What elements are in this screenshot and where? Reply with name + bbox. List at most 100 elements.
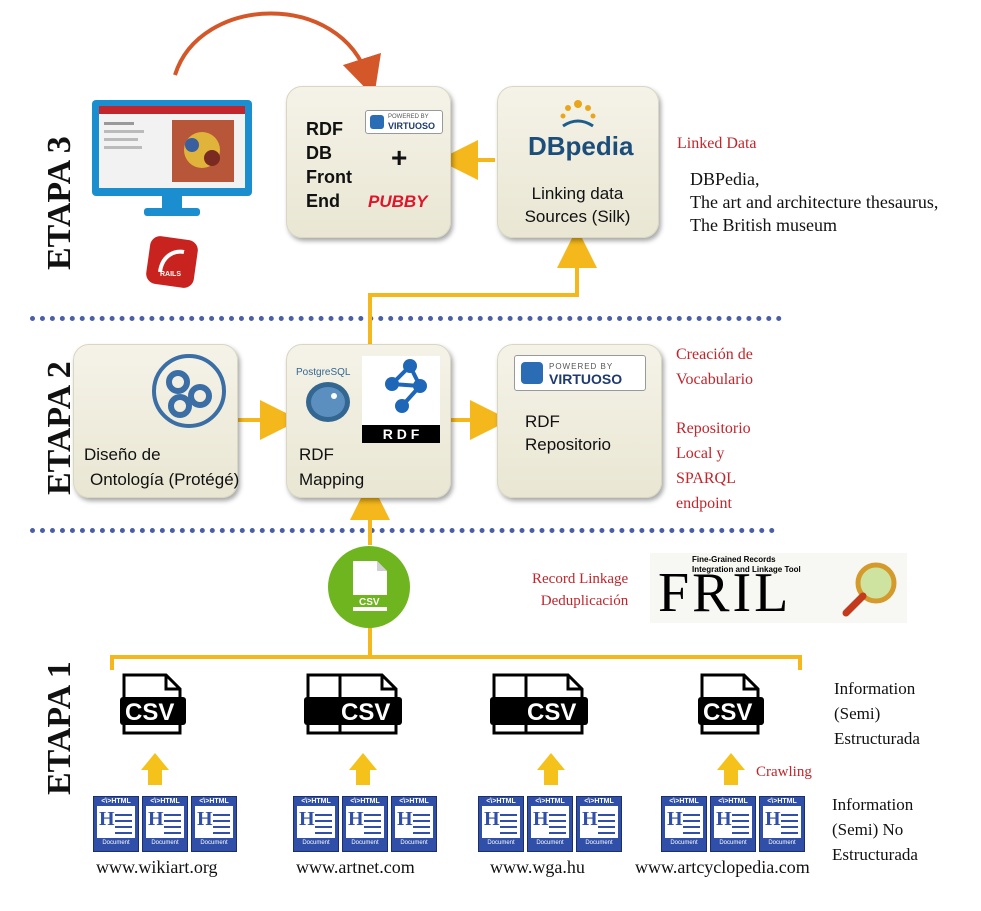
postgresql-label: PostgreSQL — [296, 367, 351, 378]
csv-file-label: CSV — [341, 699, 391, 726]
rdf-frontend-label: RDF DB Front End — [306, 119, 352, 211]
info-semi-estructurada: Information (Semi) Estructurada — [834, 679, 920, 748]
csv-file-icon-3: CSV — [522, 673, 590, 735]
html-document-icon: <\>HTML H Document — [710, 796, 756, 852]
merge-bracket — [110, 655, 802, 670]
html-document-icon: <\>HTML H Document — [293, 796, 339, 852]
pubby-label: PUBBY — [368, 192, 428, 211]
csv-merge-label: CSV — [359, 597, 380, 608]
linked-data-title: Linked Data — [677, 135, 757, 152]
html-doc-caption: Document — [102, 840, 130, 846]
html-doc-caption: Document — [487, 840, 515, 846]
html-doc-tag: <\>HTML — [669, 798, 699, 805]
html-doc-tag: <\>HTML — [199, 798, 229, 805]
html-doc-letter: H — [197, 808, 213, 830]
postgresql-logo-icon — [294, 368, 359, 430]
fril-logo: Fine-Grained Records Integration and Lin… — [650, 553, 907, 624]
virtuoso-logo-icon — [521, 362, 543, 384]
html-to-csv-arrows — [141, 753, 745, 785]
html-doc-caption: Document — [151, 840, 179, 846]
arrow-mapping-to-dbpedia — [368, 228, 597, 345]
csv-merge-icon: CSV — [327, 545, 411, 629]
html-doc-caption: Document — [351, 840, 379, 846]
csv-file-label: CSV — [125, 699, 175, 726]
html-doc-caption: Document — [719, 840, 747, 846]
html-document-icon: <\>HTML H Document — [576, 796, 622, 852]
virtuoso-badge-top: POWERED BY VIRTUOSO — [365, 110, 443, 134]
html-document-icon: <\>HTML H Document — [478, 796, 524, 852]
stage-separator-bottom — [30, 528, 775, 533]
html-doc-tag: <\>HTML — [150, 798, 180, 805]
html-document-icon: <\>HTML H Document — [391, 796, 437, 852]
html-doc-letter: H — [765, 808, 781, 830]
source-url-artcyclopedia[interactable]: www.artcyclopedia.com — [635, 857, 810, 877]
html-doc-caption: Document — [768, 840, 796, 846]
html-doc-caption: Document — [585, 840, 613, 846]
html-doc-caption: Document — [200, 840, 228, 846]
html-document-icon: <\>HTML H Document — [93, 796, 139, 852]
html-doc-letter: H — [716, 808, 732, 830]
creacion-vocabulario-text: Creación de Vocabulario — [676, 346, 754, 388]
html-doc-letter: H — [397, 808, 413, 830]
linked-data-item-1: DBPedia, — [690, 169, 760, 189]
html-doc-letter: H — [299, 808, 315, 830]
html-doc-letter: H — [348, 808, 364, 830]
rdf-logo-icon: R D F — [362, 356, 440, 443]
html-doc-tag: <\>HTML — [301, 798, 331, 805]
html-doc-tag: <\>HTML — [101, 798, 131, 805]
source-url-wga[interactable]: www.wga.hu — [490, 857, 585, 877]
csv-file-icon-1: CSV — [120, 673, 188, 735]
linked-data-item-3: The British museum — [690, 215, 837, 235]
stage-separator-top — [30, 316, 782, 321]
dbpedia-box — [497, 86, 659, 238]
csv-file-label: CSV — [703, 699, 753, 726]
linked-data-item-2: The art and architecture thesaurus, — [690, 192, 939, 212]
html-doc-tag: <\>HTML — [767, 798, 797, 805]
html-doc-letter: H — [582, 808, 598, 830]
virtuoso-logo-icon — [370, 115, 384, 129]
magnifier-icon — [842, 562, 897, 617]
html-doc-tag: <\>HTML — [350, 798, 380, 805]
virtuoso-badge-repo: POWERED BY VIRTUOSO — [514, 355, 646, 391]
csv-file-icon-4: CSV — [698, 673, 766, 735]
source-url-wikiart[interactable]: www.wikiart.org — [96, 857, 218, 877]
monitor-icon — [92, 100, 252, 220]
html-document-icon: <\>HTML H Document — [191, 796, 237, 852]
html-document-icon: <\>HTML H Document — [342, 796, 388, 852]
html-doc-caption: Document — [670, 840, 698, 846]
html-doc-letter: H — [533, 808, 549, 830]
html-doc-letter: H — [148, 808, 164, 830]
html-doc-letter: H — [99, 808, 115, 830]
html-doc-caption: Document — [302, 840, 330, 846]
html-doc-letter: H — [667, 808, 683, 830]
csv-file-label: CSV — [527, 699, 577, 726]
html-doc-caption: Document — [400, 840, 428, 846]
dbpedia-logo-text: DBpedia — [528, 131, 634, 161]
rails-label: RAILS — [160, 271, 181, 278]
record-linkage-text: Record Linkage Deduplicación — [532, 571, 629, 609]
plus-sign: + — [391, 142, 408, 173]
html-doc-tag: <\>HTML — [718, 798, 748, 805]
html-doc-tag: <\>HTML — [399, 798, 429, 805]
info-semi-no-estructurada: Information (Semi) No Estructurada — [832, 795, 918, 864]
rdf-repositorio-label: RDF Repositorio — [525, 412, 611, 454]
source-url-artnet[interactable]: www.artnet.com — [296, 857, 415, 877]
html-document-icon: <\>HTML H Document — [142, 796, 188, 852]
rails-icon: RAILS — [146, 236, 198, 288]
html-document-icon: <\>HTML H Document — [661, 796, 707, 852]
csv-file-icon-2: CSV — [336, 673, 404, 735]
dbpedia-logo-icon — [553, 98, 603, 130]
crawling-label: Crawling — [756, 764, 812, 780]
ontology-box-label: Diseño de Ontología (Protégé) — [84, 445, 240, 489]
html-doc-tag: <\>HTML — [535, 798, 565, 805]
repositorio-sparql-text: Repositorio Local y SPARQL endpoint — [676, 420, 751, 512]
rdf-mapping-label: RDF Mapping — [299, 445, 365, 489]
protege-logo-icon — [150, 352, 228, 430]
rdf-logo-text: R D F — [362, 425, 440, 443]
html-doc-tag: <\>HTML — [486, 798, 516, 805]
html-doc-tag: <\>HTML — [584, 798, 614, 805]
html-document-icon: <\>HTML H Document — [759, 796, 805, 852]
html-doc-letter: H — [484, 808, 500, 830]
